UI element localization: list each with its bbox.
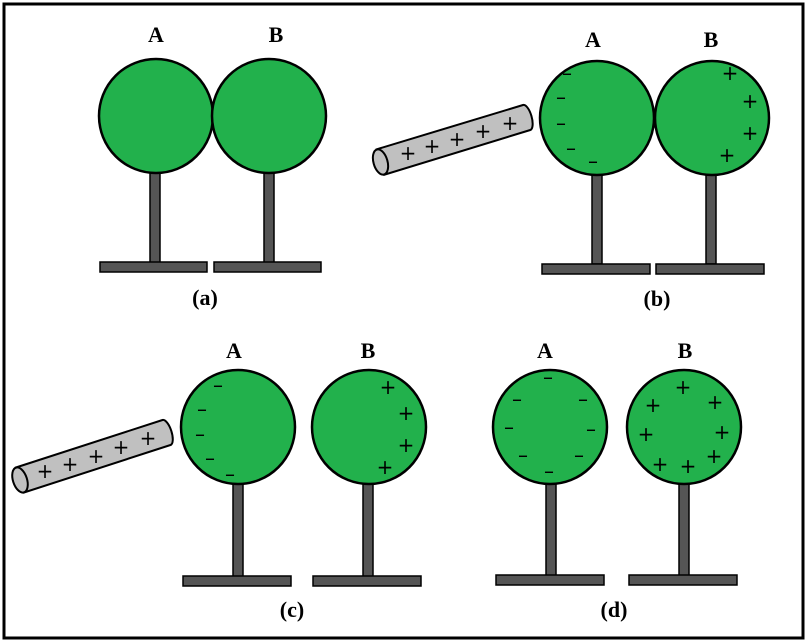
positive-charge: + bbox=[380, 375, 397, 399]
rod-positive-charge: + bbox=[140, 426, 157, 450]
sphere-b-label: B bbox=[269, 22, 284, 47]
negative-charge: – bbox=[566, 136, 576, 160]
rod-positive-charge: + bbox=[475, 119, 492, 143]
panel-caption: (a) bbox=[192, 285, 218, 310]
rod-positive-charge: + bbox=[62, 452, 79, 476]
negative-charge: – bbox=[574, 443, 584, 467]
positive-charge: + bbox=[398, 433, 415, 457]
rod-positive-charge: + bbox=[88, 444, 105, 468]
negative-charge: – bbox=[556, 85, 566, 109]
positive-charge: + bbox=[719, 143, 736, 167]
positive-charge: + bbox=[742, 121, 759, 145]
negative-charge: – bbox=[556, 111, 566, 135]
negative-charge: – bbox=[197, 397, 207, 421]
negative-charge: – bbox=[588, 149, 598, 173]
sphere-a-label: A bbox=[585, 27, 601, 52]
stand-b bbox=[655, 171, 765, 275]
positive-charge: + bbox=[377, 455, 394, 479]
negative-charge: – bbox=[213, 373, 223, 397]
panel-d: – – – – – – – – + + + + + + + + A B (d) bbox=[491, 338, 743, 622]
positive-charge: + bbox=[722, 61, 739, 85]
negative-charge: – bbox=[578, 387, 588, 411]
positive-charge: + bbox=[742, 89, 759, 113]
sphere-a bbox=[179, 368, 297, 486]
positive-charge: + bbox=[398, 401, 415, 425]
sphere-a-label: A bbox=[537, 338, 553, 363]
positive-charge: + bbox=[714, 420, 731, 444]
positive-charge: + bbox=[645, 393, 662, 417]
sphere-a-label: A bbox=[226, 338, 242, 363]
panel-caption: (d) bbox=[601, 597, 628, 622]
sphere-b-label: B bbox=[361, 338, 376, 363]
negative-charge: – bbox=[586, 417, 596, 441]
negative-charge: – bbox=[205, 446, 215, 470]
negative-charge: – bbox=[544, 459, 554, 483]
positive-charge: + bbox=[638, 422, 655, 446]
rod-positive-charge: + bbox=[113, 435, 130, 459]
sphere-a bbox=[97, 57, 215, 175]
negative-charge: – bbox=[512, 387, 522, 411]
negative-charge: – bbox=[195, 422, 205, 446]
panel-caption: (c) bbox=[280, 597, 304, 622]
sphere-b bbox=[210, 57, 328, 175]
rod-positive-charge: + bbox=[37, 459, 54, 483]
rod-positive-charge: + bbox=[502, 111, 519, 135]
negative-charge: – bbox=[225, 462, 235, 486]
positive-charge: + bbox=[707, 390, 724, 414]
positive-charge: + bbox=[680, 454, 697, 478]
negative-charge: – bbox=[543, 365, 553, 389]
positive-charge: + bbox=[652, 452, 669, 476]
sphere-b bbox=[310, 368, 428, 486]
panel-c: + + + + + – – – – – + + + + A B (c) bbox=[11, 338, 428, 622]
positive-charge: + bbox=[706, 444, 723, 468]
positive-charge: + bbox=[675, 375, 692, 399]
negative-charge: – bbox=[504, 415, 514, 439]
sphere-a-label: A bbox=[148, 22, 164, 47]
charged-rod: + + + + + bbox=[11, 418, 174, 494]
panel-b: + + + + + – – – – – + + + + A B (b) bbox=[371, 27, 771, 311]
rod-positive-charge: + bbox=[400, 141, 417, 165]
rod-positive-charge: + bbox=[424, 134, 441, 158]
charged-rod: + + + + + bbox=[371, 103, 534, 176]
panel-a: A B (a) bbox=[97, 22, 328, 310]
sphere-b-label: B bbox=[704, 27, 719, 52]
negative-charge: – bbox=[562, 61, 572, 85]
rod-positive-charge: + bbox=[449, 127, 466, 151]
sphere-a bbox=[491, 368, 609, 486]
panel-caption: (b) bbox=[644, 286, 671, 311]
negative-charge: – bbox=[518, 443, 528, 467]
sphere-b bbox=[625, 368, 743, 486]
sphere-b bbox=[653, 59, 771, 177]
sphere-b-label: B bbox=[678, 338, 693, 363]
